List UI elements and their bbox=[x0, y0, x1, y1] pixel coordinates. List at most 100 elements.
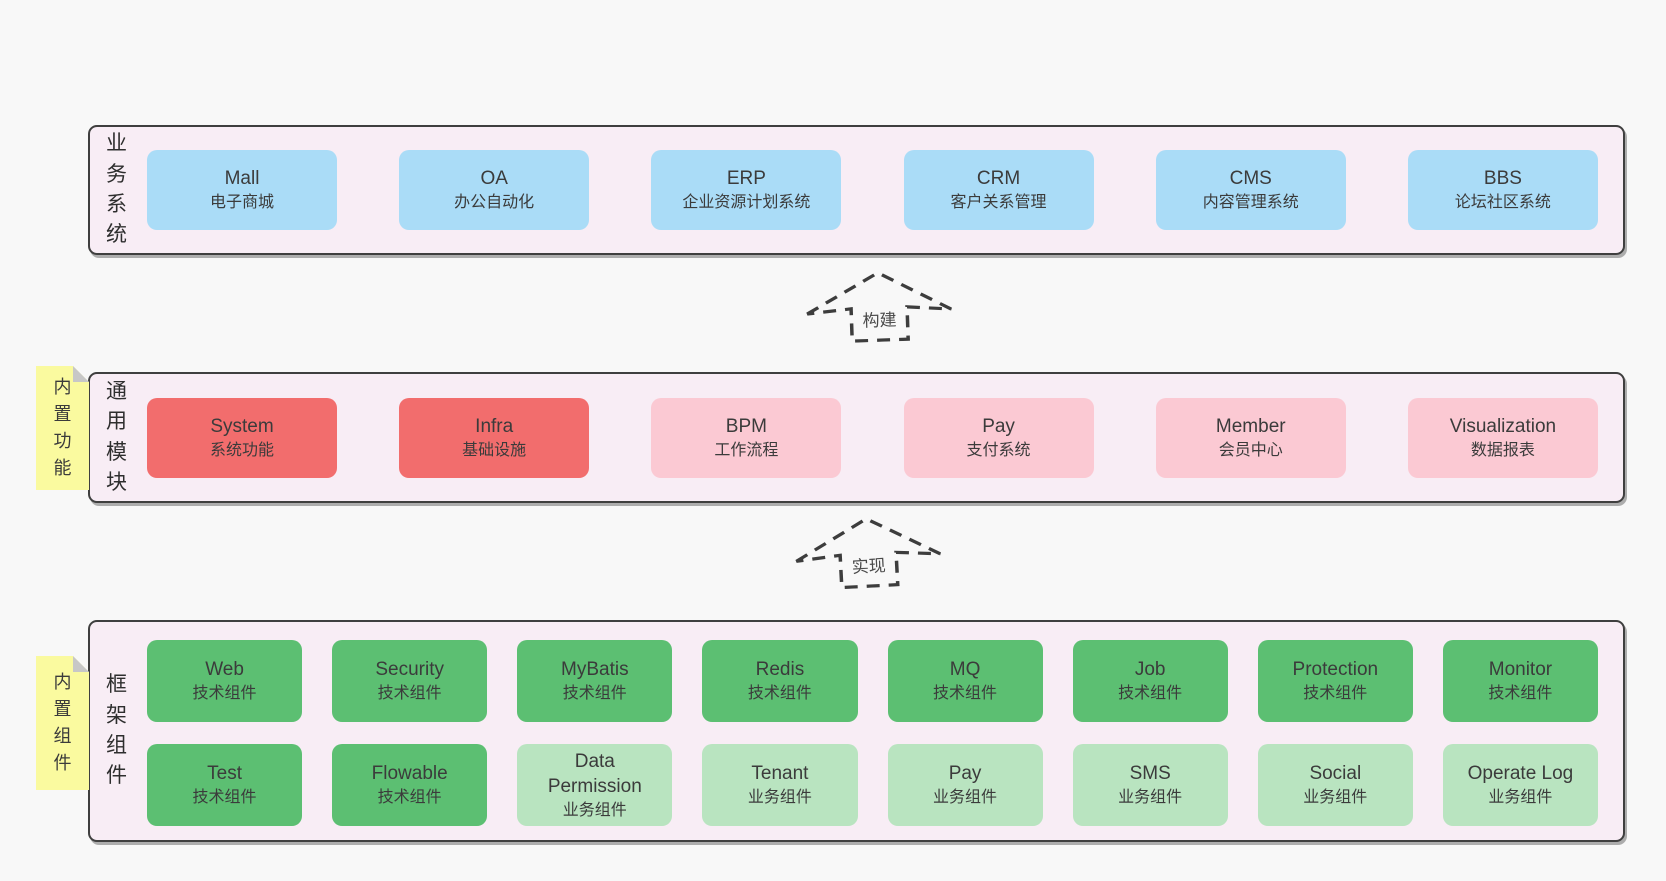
box-desc: 业务组件 bbox=[1118, 789, 1183, 807]
box-name: Infra bbox=[475, 415, 514, 437]
box-oa: OA 办公自动化 bbox=[399, 150, 590, 230]
box-monitor: Monitor 技术组件 bbox=[1442, 640, 1598, 722]
box-name: Redis bbox=[755, 659, 805, 681]
box-name: Test bbox=[207, 763, 242, 785]
box-name: Pay bbox=[982, 415, 1015, 437]
box-mq: MQ 技术组件 bbox=[887, 640, 1043, 722]
box-security: Security 技术组件 bbox=[332, 640, 488, 722]
box-name: CMS bbox=[1229, 168, 1272, 190]
box-infra: Infra 基础设施 bbox=[399, 397, 590, 478]
box-desc: 数据报表 bbox=[1470, 441, 1535, 459]
box-name: Social bbox=[1309, 763, 1362, 785]
box-name: Flowable bbox=[371, 763, 448, 785]
arrow-implement: 实现 bbox=[790, 512, 946, 592]
box-name: CRM bbox=[976, 168, 1021, 190]
box-desc: 技术组件 bbox=[562, 685, 627, 703]
box-desc: 业务组件 bbox=[747, 789, 812, 807]
sticky-note-builtin-components: 内置组件 bbox=[36, 656, 89, 790]
box-name: System bbox=[210, 415, 274, 437]
box-desc: 技术组件 bbox=[1118, 685, 1183, 703]
box-desc: 企业资源计划系统 bbox=[682, 194, 811, 212]
box-name: MQ bbox=[949, 659, 981, 681]
box-desc: 技术组件 bbox=[377, 685, 442, 703]
box-cms: CMS 内容管理系统 bbox=[1155, 150, 1346, 230]
box-social: Social 业务组件 bbox=[1257, 744, 1413, 826]
box-desc: 技术组件 bbox=[933, 685, 998, 703]
box-desc: 办公自动化 bbox=[454, 194, 535, 212]
business-systems-row: Mall 电子商城 OA 办公自动化 ERP 企业资源计划系统 CRM 客户关系… bbox=[147, 127, 1623, 253]
box-redis: Redis 技术组件 bbox=[702, 640, 858, 722]
box-name: Security bbox=[375, 659, 444, 681]
box-desc: 业务组件 bbox=[1303, 789, 1368, 807]
box-desc: 内容管理系统 bbox=[1202, 194, 1299, 212]
sticky-note-label: 内置功能 bbox=[53, 377, 72, 478]
box-desc: 技术组件 bbox=[192, 789, 257, 807]
box-test: Test 技术组件 bbox=[147, 744, 303, 826]
box-erp: ERP 企业资源计划系统 bbox=[651, 150, 842, 230]
box-name: Job bbox=[1134, 659, 1166, 681]
box-name: Mall bbox=[224, 168, 260, 190]
box-member: Member 会员中心 bbox=[1155, 397, 1346, 478]
box-mall: Mall 电子商城 bbox=[147, 150, 337, 230]
arrow-build-label: 构建 bbox=[859, 305, 900, 332]
box-desc: 基础设施 bbox=[462, 441, 527, 459]
box-crm: CRM 客户关系管理 bbox=[903, 150, 1094, 230]
box-visualization: Visualization 数据报表 bbox=[1407, 397, 1598, 478]
box-desc: 业务组件 bbox=[1488, 789, 1553, 807]
box-name: BBS bbox=[1483, 168, 1522, 190]
box-name: BPM bbox=[725, 415, 767, 437]
box-pay-module: Pay 支付系统 bbox=[903, 397, 1094, 478]
box-name: Protection bbox=[1292, 659, 1379, 681]
arrow-implement-label: 实现 bbox=[848, 550, 890, 579]
box-desc: 系统功能 bbox=[209, 441, 274, 459]
band-business-systems: 业务系统 Mall 电子商城 OA 办公自动化 ERP 企业资源计划系统 CRM… bbox=[88, 125, 1625, 255]
box-desc: 客户关系管理 bbox=[950, 194, 1047, 212]
box-desc: 论坛社区系统 bbox=[1454, 194, 1551, 212]
box-desc: 技术组件 bbox=[1488, 685, 1553, 703]
box-system: System 系统功能 bbox=[147, 397, 337, 478]
box-operate-log: Operate Log 业务组件 bbox=[1442, 744, 1598, 826]
folded-corner-icon bbox=[73, 366, 89, 382]
folded-corner-icon bbox=[73, 656, 89, 672]
box-name: Web bbox=[205, 659, 244, 681]
box-name: Operate Log bbox=[1467, 763, 1574, 785]
box-desc: 技术组件 bbox=[747, 685, 812, 703]
box-name: MyBatis bbox=[561, 659, 629, 681]
arrow-up-icon bbox=[795, 516, 941, 590]
box-desc: 工作流程 bbox=[714, 441, 779, 459]
box-desc: 技术组件 bbox=[377, 789, 442, 807]
box-desc: 技术组件 bbox=[192, 685, 257, 703]
box-name: Monitor bbox=[1488, 659, 1553, 681]
box-name: Data Permission bbox=[547, 750, 642, 798]
arrow-build: 构建 bbox=[802, 267, 956, 344]
box-name: Visualization bbox=[1449, 415, 1557, 437]
box-desc: 技术组件 bbox=[1303, 685, 1368, 703]
box-web: Web 技术组件 bbox=[147, 640, 303, 722]
box-job: Job 技术组件 bbox=[1072, 640, 1228, 722]
box-bbs: BBS 论坛社区系统 bbox=[1407, 150, 1598, 230]
box-desc: 业务组件 bbox=[933, 789, 998, 807]
box-name: SMS bbox=[1129, 763, 1171, 785]
box-desc: 业务组件 bbox=[562, 801, 627, 819]
box-flowable: Flowable 技术组件 bbox=[332, 744, 488, 826]
box-name: OA bbox=[480, 168, 508, 190]
box-pay-component: Pay 业务组件 bbox=[887, 744, 1043, 826]
box-protection: Protection 技术组件 bbox=[1257, 640, 1413, 722]
box-data-permission: Data Permission 业务组件 bbox=[517, 744, 673, 826]
box-bpm: BPM 工作流程 bbox=[651, 397, 842, 478]
box-tenant: Tenant 业务组件 bbox=[702, 744, 858, 826]
arrow-up-icon bbox=[806, 270, 952, 343]
box-name: Pay bbox=[948, 763, 982, 785]
box-sms: SMS 业务组件 bbox=[1072, 744, 1228, 826]
band-framework-components: 框架组件 Web 技术组件 Security 技术组件 MyBatis 技术组件… bbox=[88, 620, 1625, 842]
band-label-framework-components: 框架组件 bbox=[106, 673, 127, 788]
box-name: Tenant bbox=[751, 763, 809, 785]
common-modules-row: System 系统功能 Infra 基础设施 BPM 工作流程 Pay 支付系统… bbox=[147, 374, 1623, 501]
sticky-note-builtin-features: 内置功能 bbox=[36, 366, 89, 490]
framework-components-grid: Web 技术组件 Security 技术组件 MyBatis 技术组件 Redi… bbox=[147, 622, 1623, 840]
box-name: ERP bbox=[726, 168, 766, 190]
box-name: Member bbox=[1215, 415, 1286, 437]
sticky-note-label: 内置组件 bbox=[53, 672, 72, 773]
box-mybatis: MyBatis 技术组件 bbox=[517, 640, 673, 722]
band-label-common-modules: 通用模块 bbox=[106, 379, 127, 494]
